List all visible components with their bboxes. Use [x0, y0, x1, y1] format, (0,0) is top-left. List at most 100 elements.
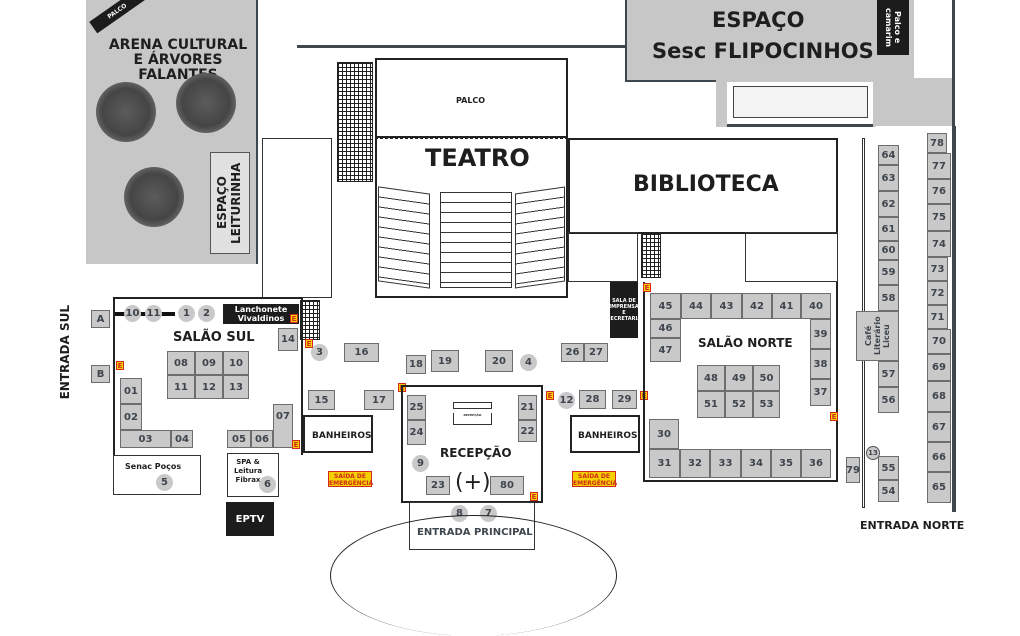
booth-16[interactable]: 16 — [344, 343, 379, 362]
booth-11[interactable]: 11 — [167, 375, 195, 399]
banheiros-left[interactable] — [303, 415, 373, 453]
booth-37[interactable]: 37 — [810, 379, 831, 406]
booth-41[interactable]: 41 — [772, 293, 801, 319]
booth-59[interactable]: 59 — [878, 260, 899, 285]
booth-15[interactable]: 15 — [308, 390, 335, 410]
booth-66[interactable]: 66 — [927, 442, 951, 472]
booth-49[interactable]: 49 — [725, 365, 753, 391]
sala-imprensa[interactable]: SALA DE IMPRENSA E SECRETARIA — [607, 282, 641, 338]
booth-14[interactable]: 14 — [278, 328, 298, 351]
booth-A[interactable]: A — [91, 310, 110, 328]
booth-48[interactable]: 48 — [697, 365, 725, 391]
biblioteca-room[interactable] — [568, 138, 838, 234]
booth-36[interactable]: 36 — [801, 449, 831, 478]
booth-18[interactable]: 18 — [406, 355, 426, 374]
booth-05[interactable]: 05 — [227, 430, 251, 448]
booth-68[interactable]: 68 — [927, 381, 951, 412]
booth-23[interactable]: 23 — [426, 476, 450, 495]
booth-71[interactable]: 71 — [927, 305, 948, 329]
booth-65[interactable]: 65 — [927, 472, 951, 503]
booth-06[interactable]: 06 — [251, 430, 273, 448]
booth-01[interactable]: 01 — [120, 378, 142, 404]
flipocinhos-area[interactable] — [625, 0, 914, 82]
booth-50[interactable]: 50 — [753, 365, 780, 391]
booth-17[interactable]: 17 — [364, 390, 394, 410]
booth-69[interactable]: 69 — [927, 354, 951, 381]
booth-27[interactable]: 27 — [584, 343, 608, 362]
booth-64[interactable]: 64 — [878, 145, 899, 165]
booth-34[interactable]: 34 — [741, 449, 771, 478]
spa-room[interactable] — [227, 453, 279, 497]
booth-09[interactable]: 09 — [195, 351, 223, 375]
booth-53[interactable]: 53 — [753, 391, 780, 418]
booth-55[interactable]: 55 — [878, 456, 899, 480]
booth-13[interactable]: 13 — [223, 375, 249, 399]
booth-29[interactable]: 29 — [612, 390, 637, 409]
revolving-door-icon[interactable]: (+) — [455, 470, 491, 495]
booth-10[interactable]: 10 — [223, 351, 249, 375]
point-10[interactable]: 10 — [124, 305, 141, 322]
booth-33[interactable]: 33 — [710, 449, 741, 478]
booth-31[interactable]: 31 — [649, 449, 680, 478]
banheiros-right[interactable] — [570, 415, 640, 453]
booth-58[interactable]: 58 — [878, 285, 899, 311]
lanchonete[interactable]: Lanchonete Vivaldinos — [223, 304, 299, 324]
booth-67[interactable]: 67 — [927, 412, 951, 442]
booth-20[interactable]: 20 — [485, 350, 513, 372]
booth-45[interactable]: 45 — [650, 293, 681, 319]
teatro-palco-room[interactable] — [375, 58, 568, 138]
booth-79[interactable]: 79 — [846, 457, 860, 483]
booth-19[interactable]: 19 — [431, 350, 459, 372]
point-6[interactable]: 6 — [259, 476, 276, 493]
point-9[interactable]: 9 — [412, 455, 429, 472]
recepcao-desk[interactable]: RECEPÇÃO — [453, 413, 492, 425]
booth-43[interactable]: 43 — [711, 293, 742, 319]
point-4[interactable]: 4 — [520, 354, 537, 371]
booth-32[interactable]: 32 — [680, 449, 710, 478]
salao-norte-room[interactable] — [643, 282, 838, 482]
booth-26[interactable]: 26 — [561, 343, 584, 362]
cafe-literario[interactable]: Café Literário Liceu — [856, 311, 899, 361]
booth-02[interactable]: 02 — [120, 404, 142, 430]
booth-61[interactable]: 61 — [878, 217, 899, 241]
point-2[interactable]: 2 — [198, 305, 215, 322]
booth-22[interactable]: 22 — [518, 420, 537, 442]
salao-sul-room[interactable] — [113, 297, 303, 455]
booth-70[interactable]: 70 — [927, 329, 951, 354]
point-12[interactable]: 12 — [558, 392, 575, 409]
espaco-leiturinha[interactable]: ESPAÇO LEITURINHA — [210, 152, 250, 254]
booth-77[interactable]: 77 — [927, 153, 951, 179]
teatro-room[interactable] — [375, 138, 568, 298]
point-13[interactable]: 13 — [866, 446, 880, 460]
booth-60[interactable]: 60 — [878, 241, 899, 260]
eptv-booth[interactable]: EPTV — [226, 502, 274, 536]
booth-B[interactable]: B — [91, 365, 110, 383]
booth-47[interactable]: 47 — [650, 338, 681, 362]
booth-57[interactable]: 57 — [878, 361, 899, 387]
booth-80[interactable]: 80 — [490, 476, 524, 495]
booth-28[interactable]: 28 — [579, 390, 606, 409]
booth-07[interactable]: 07 — [273, 404, 293, 448]
booth-38[interactable]: 38 — [810, 349, 831, 379]
point-1[interactable]: 1 — [178, 305, 195, 322]
booth-08[interactable]: 08 — [167, 351, 195, 375]
point-5[interactable]: 5 — [156, 474, 173, 491]
booth-44[interactable]: 44 — [681, 293, 711, 319]
booth-30[interactable]: 30 — [649, 419, 679, 449]
point-3[interactable]: 3 — [311, 344, 328, 361]
booth-39[interactable]: 39 — [810, 319, 831, 349]
booth-46[interactable]: 46 — [650, 319, 681, 338]
senac-room[interactable] — [113, 455, 201, 495]
booth-04[interactable]: 04 — [171, 430, 193, 448]
booth-62[interactable]: 62 — [878, 191, 899, 217]
booth-72[interactable]: 72 — [927, 281, 948, 305]
booth-54[interactable]: 54 — [878, 480, 899, 502]
booth-74[interactable]: 74 — [927, 231, 951, 257]
booth-51[interactable]: 51 — [697, 391, 725, 418]
booth-63[interactable]: 63 — [878, 165, 899, 191]
booth-42[interactable]: 42 — [742, 293, 772, 319]
booth-12[interactable]: 12 — [195, 375, 223, 399]
booth-24[interactable]: 24 — [407, 420, 426, 445]
point-11[interactable]: 11 — [145, 305, 162, 322]
booth-52[interactable]: 52 — [725, 391, 753, 418]
